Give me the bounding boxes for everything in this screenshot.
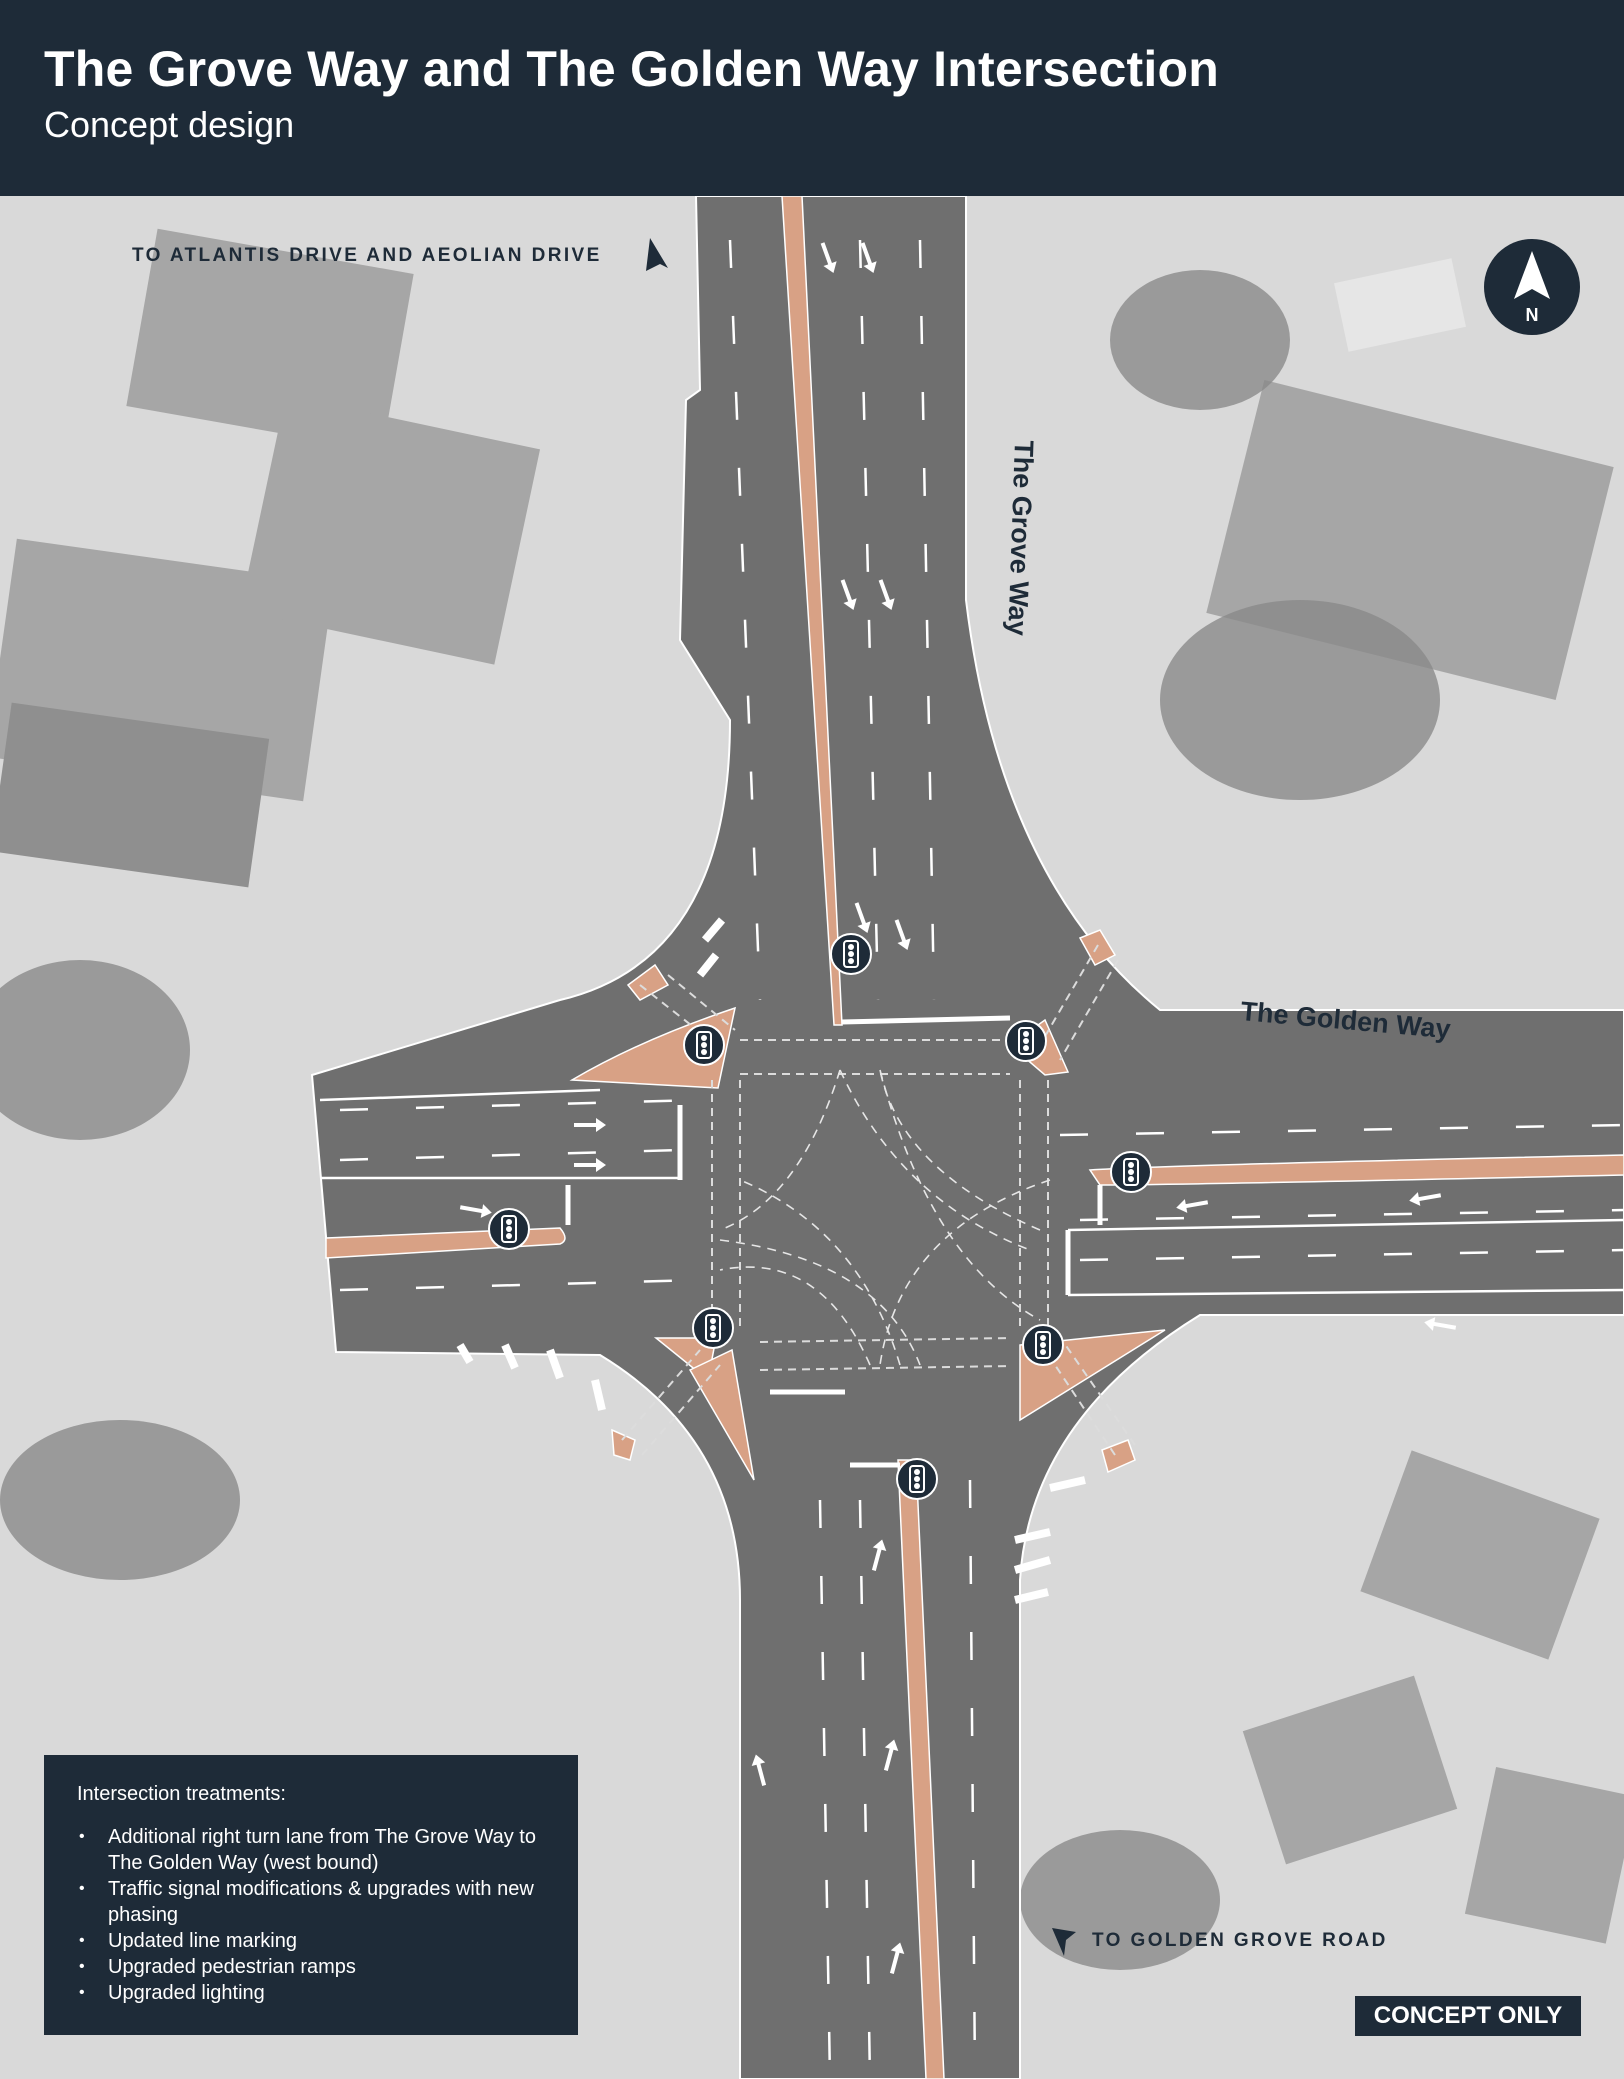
direction-arrow-icon xyxy=(646,238,668,271)
list-item: Upgraded pedestrian ramps xyxy=(77,1954,546,1980)
ramp-se xyxy=(1101,1439,1136,1474)
compass-label: N xyxy=(1526,305,1539,325)
treatments-panel: Intersection treatments: Additional righ… xyxy=(44,1755,578,2035)
median-east xyxy=(1088,1154,1624,1186)
turn-guide-lines xyxy=(719,1069,1051,1366)
traffic-signal-icon xyxy=(1110,1151,1152,1193)
direction-arrow-icon xyxy=(1052,1928,1076,1956)
treatments-heading: Intersection treatments: xyxy=(77,1783,286,1805)
median-north xyxy=(781,196,843,1026)
ramp-sw xyxy=(611,1428,636,1461)
traffic-signal-icon xyxy=(1022,1324,1064,1366)
page-title: The Grove Way and The Golden Way Interse… xyxy=(44,41,1219,97)
list-item: Additional right turn lane from The Grov… xyxy=(77,1824,546,1876)
traffic-signal-icon xyxy=(896,1458,938,1500)
page-subtitle: Concept design xyxy=(44,104,295,145)
traffic-signal-icon xyxy=(830,933,872,975)
ramp-nw xyxy=(626,963,670,1001)
list-item: Traffic signal modifications & upgrades … xyxy=(77,1876,546,1928)
list-item: Upgraded lighting xyxy=(77,1980,546,2006)
destination-south-label: TO GOLDEN GROVE ROAD xyxy=(1092,1930,1388,1951)
concept-only-badge: CONCEPT ONLY xyxy=(1355,1996,1581,2036)
road-name-grove-way: The Grove Way xyxy=(1002,440,1039,636)
building-footprints xyxy=(0,228,1624,1944)
island-sw-b xyxy=(688,1348,755,1481)
treatments-list: Additional right turn lane from The Grov… xyxy=(77,1824,546,2006)
traffic-signal-icon xyxy=(683,1024,725,1066)
header-bar: The Grove Way and The Golden Way Interse… xyxy=(0,0,1624,196)
lane-markings xyxy=(319,239,1624,2079)
pedestrian-crossings xyxy=(621,944,1136,1456)
hatched-zones xyxy=(456,917,1086,1604)
traffic-signal-icon xyxy=(488,1208,530,1250)
north-arrow-icon: N xyxy=(1484,239,1580,335)
destination-north-label: TO ATLANTIS DRIVE AND AEOLIAN DRIVE xyxy=(132,245,602,266)
vegetation xyxy=(0,270,1440,1970)
traffic-signal-icon xyxy=(692,1307,734,1349)
traffic-signal-icon xyxy=(1005,1020,1047,1062)
road-surface xyxy=(310,196,1624,2079)
list-item: Updated line marking xyxy=(77,1928,546,1954)
